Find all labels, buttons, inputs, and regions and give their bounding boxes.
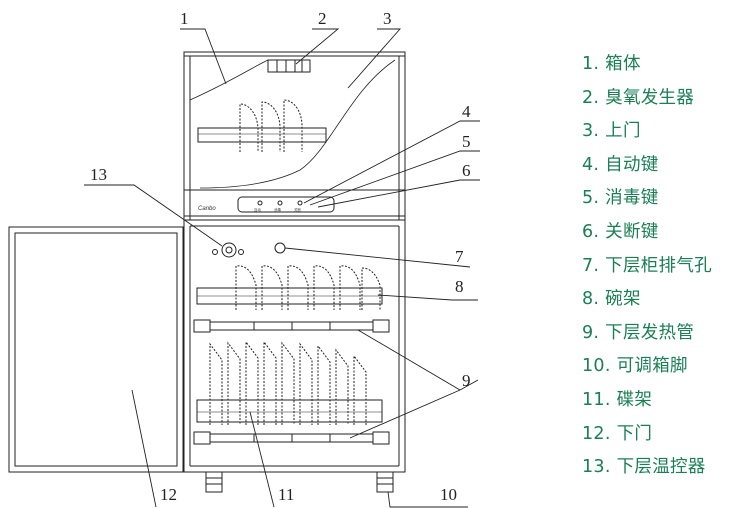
lower-cabinet — [183, 219, 406, 473]
bowl-rack — [196, 265, 383, 310]
exhaust-hole — [274, 242, 286, 254]
heating-tube-lower — [193, 431, 390, 445]
panel-label-off: 关断 — [294, 207, 302, 212]
legend-item: 4. 自动键 — [582, 154, 659, 175]
leader-lines — [84, 28, 480, 508]
callout-6: 6 — [462, 161, 471, 180]
callout-11: 11 — [278, 485, 294, 504]
ozone-generator — [267, 59, 311, 73]
lower-door — [8, 226, 184, 473]
legend-item: 8. 碗架 — [582, 289, 641, 310]
upper-rack — [197, 99, 327, 152]
legend-item: 9. 下层发热管 — [582, 322, 695, 343]
callout-5: 5 — [462, 132, 471, 151]
legend-item: 1. 箱体 — [582, 54, 641, 74]
legend-item: 12. 下门 — [582, 423, 653, 444]
brand-label: Canbo — [198, 206, 216, 212]
legend-item: 5. 消毒键 — [582, 188, 659, 209]
legend-item: 3. 上门 — [582, 121, 641, 142]
legend-item: 6. 关断键 — [582, 221, 659, 242]
callout-8: 8 — [455, 277, 464, 296]
callout-1: 1 — [180, 9, 189, 28]
legend-item: 11. 碟架 — [582, 389, 653, 410]
callout-12: 12 — [160, 485, 177, 504]
callout-4: 4 — [462, 102, 471, 121]
upper-cabinet — [183, 51, 406, 221]
lower-thermostat — [212, 242, 244, 258]
callout-3: 3 — [383, 9, 392, 28]
callout-7: 7 — [455, 247, 464, 266]
plate-rack — [196, 340, 383, 425]
panel-label-disinfect: 消毒 — [274, 207, 282, 212]
callout-9: 9 — [462, 371, 471, 390]
legend-item: 7. 下层柜排气孔 — [582, 255, 712, 276]
legend-item: 10. 可调箱脚 — [582, 356, 688, 377]
heating-tube-upper — [193, 319, 390, 333]
parts-legend: 1. 箱体 2. 臭氧发生器 3. 上门 4. 自动键 5. 消毒键 6. 关断… — [582, 48, 712, 485]
cabinet-feet — [205, 471, 394, 493]
callout-13: 13 — [90, 165, 107, 184]
panel-label-auto: 自动 — [254, 207, 262, 212]
callout-10: 10 — [440, 485, 457, 504]
legend-item: 13. 下层温控器 — [582, 457, 706, 478]
callout-2: 2 — [318, 9, 327, 28]
control-panel — [237, 196, 335, 213]
legend-item: 2. 臭氧发生器 — [582, 87, 695, 108]
